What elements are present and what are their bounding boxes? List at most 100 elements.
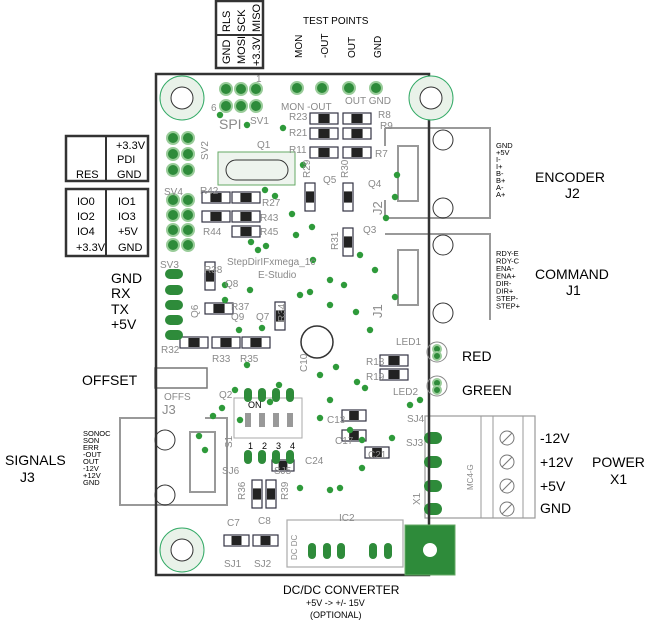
via [332,363,340,371]
via [235,326,243,334]
via [340,281,348,289]
through-hole-pad [181,238,195,252]
io-pin-label: IO4 [77,226,95,238]
encoder-title: ENCODER [535,169,605,185]
silk-label: R7 [375,149,388,160]
via [266,398,274,406]
test-point-label: MON [294,35,305,58]
through-hole-pad [181,223,195,237]
silk-label: OUT GND [345,96,391,107]
silk-label: 1 [256,74,262,85]
silk-label: 6 [211,103,217,114]
test-point-label: OUT [347,37,358,58]
test-points-header: TEST POINTS MON -OUT OUT GND [294,16,384,58]
silk-label: SV2 [200,141,211,160]
silk-label: SJ6 [222,466,240,477]
silk-label: Q5 [323,175,337,186]
large-pad [404,524,456,576]
silk-label: R39 [280,481,291,500]
via [316,371,324,379]
silk-label: SPI [219,116,242,132]
via [326,276,334,284]
power-pin-label: +12V [540,454,574,470]
serial-pad [165,300,183,310]
io-pin-label: +5V [118,226,139,238]
via [416,396,424,404]
connector-pin-label: SON [83,436,99,445]
io-pin-label: GND [118,242,143,254]
silk-label: R43 [260,213,279,224]
via [299,161,307,169]
via [356,251,364,259]
via [246,286,254,294]
via [388,434,396,442]
via [218,404,226,412]
through-hole-pad [166,223,180,237]
via [296,291,304,299]
board-outline [154,72,431,577]
io-pin-label: IO0 [77,196,95,208]
silk-label: LED1 [396,337,421,348]
via [382,214,390,222]
connector-pin-label: DIR- [496,279,512,288]
silk-label: C17 [335,436,354,447]
connector-pin-label: DIR+ [496,287,514,296]
silk-label: R37 [231,302,250,313]
connector-pin-label: I+ [496,162,503,171]
spi-pin-label: RLS [221,11,233,32]
terminal-pad [424,503,442,515]
silk-label: R8 [378,110,391,121]
through-hole-pad [181,193,195,207]
via [316,414,324,422]
silk-label: MON -OUT [281,102,332,113]
via [353,378,361,386]
connector-pin-label: A- [496,183,504,192]
silk-label: SV4 [164,187,183,198]
serial-pad [165,330,183,340]
via [236,416,244,424]
via [201,446,209,454]
led [426,341,448,363]
via [292,231,300,239]
through-hole-pad [181,147,195,161]
silk-label: LED2 [393,387,418,398]
via [195,432,203,440]
connector-pin-label: -12V [83,464,99,473]
silk-label: S1 [224,435,235,448]
connector-pin-label: STEP+ [496,302,521,311]
io-pin-label: IO1 [118,196,136,208]
silk-label: R18 [366,357,385,368]
connector-pin-label: +12V [83,471,101,480]
through-hole-pad [249,99,263,113]
command-ref: J1 [566,282,581,298]
connector-pin-label: -OUT [83,450,102,459]
io-pin-label: IO3 [118,211,136,223]
serial-pin-label: GND [111,270,142,286]
silk-label: J3 [162,402,176,417]
capacitor-c10 [300,325,334,359]
silk-label: C7 [227,518,240,529]
via [231,386,239,394]
power-pin-label: -12V [540,430,570,446]
through-hole-pad [181,208,195,222]
silk-label: R29 [302,159,313,178]
via [258,324,266,332]
connector-pin-label: ENA+ [496,272,516,281]
silk-label: ON [248,400,262,410]
via [288,210,296,218]
via [391,293,399,301]
serial-pin-label: RX [111,285,131,301]
silk-label: Q6 [190,304,201,318]
led-green-label: GREEN [462,382,512,398]
silk-label: R34 [277,303,288,322]
silk-label: Q8 [225,279,239,290]
connector-pin-label: B+ [496,176,506,185]
silk-label: C13 [327,415,346,426]
silk-label: R42 [200,186,219,197]
terminal-pad [424,432,442,444]
pdi-pin-label: +3.3V [116,140,146,152]
through-hole-pad [315,81,329,95]
silk-label: OFFS [164,392,191,403]
via [262,242,270,250]
